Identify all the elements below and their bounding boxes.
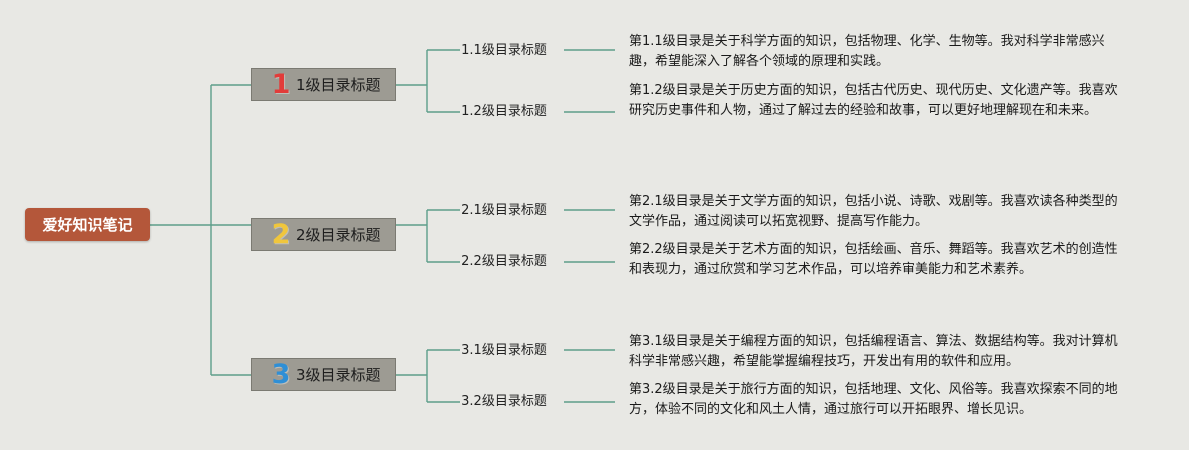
subtopic-node-1-2[interactable]: 1.2级目录标题 — [444, 104, 564, 120]
subtopic-label: 2.1级目录标题 — [461, 203, 547, 218]
subtopic-label: 3.1级目录标题 — [461, 343, 547, 358]
subtopic-label: 1.1级目录标题 — [461, 43, 547, 58]
subtopic-node-3-1[interactable]: 3.1级目录标题 — [444, 343, 564, 359]
number-one-icon: 1 — [271, 69, 291, 100]
branch-node-label: 2级目录标题 — [296, 226, 381, 244]
description-note-3-2[interactable]: 第3.2级目录是关于旅行方面的知识，包括地理、文化、风俗等。我喜欢探索不同的地方… — [629, 382, 1118, 417]
subtopic-node-2-1[interactable]: 2.1级目录标题 — [444, 203, 564, 219]
subtopic-node-3-2[interactable]: 3.2级目录标题 — [444, 394, 564, 410]
description-note-3-1[interactable]: 第3.1级目录是关于编程方面的知识，包括编程语言、算法、数据结构等。我对计算机科… — [629, 334, 1118, 369]
subtopic-label: 1.2级目录标题 — [461, 104, 547, 119]
description-note-2-2[interactable]: 第2.2级目录是关于艺术方面的知识，包括绘画、音乐、舞蹈等。我喜欢艺术的创造性和… — [629, 242, 1118, 277]
branch-node-label: 3级目录标题 — [296, 366, 381, 384]
root-node-label: 爱好知识笔记 — [42, 216, 133, 234]
description-note-2-1[interactable]: 第2.1级目录是关于文学方面的知识，包括小说、诗歌、戏剧等。我喜欢读各种类型的文… — [629, 194, 1118, 229]
root-node[interactable]: 爱好知识笔记 — [25, 208, 150, 241]
number-two-icon: 2 — [271, 219, 291, 250]
branch-node-2[interactable]: 2 2级目录标题 — [251, 218, 396, 251]
subtopic-label: 3.2级目录标题 — [461, 394, 547, 409]
branch-node-label: 1级目录标题 — [296, 76, 381, 94]
branch-node-3[interactable]: 3 3级目录标题 — [251, 358, 396, 391]
number-three-icon: 3 — [271, 359, 291, 390]
subtopic-node-1-1[interactable]: 1.1级目录标题 — [444, 43, 564, 59]
branch-node-1[interactable]: 1 1级目录标题 — [251, 68, 396, 101]
subtopic-label: 2.2级目录标题 — [461, 254, 547, 269]
subtopic-node-2-2[interactable]: 2.2级目录标题 — [444, 254, 564, 270]
description-note-1-2[interactable]: 第1.2级目录是关于历史方面的知识，包括古代历史、现代历史、文化遗产等。我喜欢研… — [629, 83, 1118, 118]
description-note-1-1[interactable]: 第1.1级目录是关于科学方面的知识，包括物理、化学、生物等。我对科学非常感兴趣，… — [629, 34, 1105, 69]
